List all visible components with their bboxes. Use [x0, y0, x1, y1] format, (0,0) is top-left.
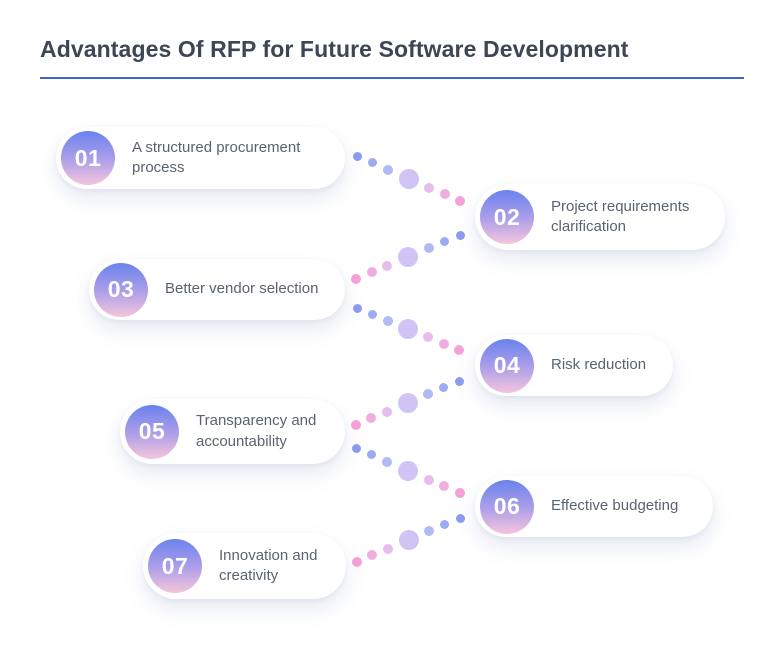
connector-dot [351, 443, 361, 453]
connector-dot [455, 488, 465, 498]
connector-dot [439, 189, 450, 200]
connector-dot-large [398, 319, 418, 339]
connector-dot-large [398, 530, 419, 550]
connector-dot [454, 345, 464, 355]
advantage-card-03: 03 Better vendor selection [89, 259, 345, 320]
connector-dot [382, 260, 393, 271]
connector-dot [352, 151, 362, 161]
number-label: 02 [493, 203, 521, 230]
number-label: 04 [493, 352, 521, 378]
number-badge: 06 [480, 479, 534, 534]
advantage-label: Transparency and accountability [196, 412, 317, 450]
connector-dot [366, 267, 377, 278]
connector-dot [423, 243, 434, 254]
number-badge: 01 [61, 131, 115, 185]
number-badge: 05 [125, 404, 179, 459]
connector-dot [424, 526, 435, 537]
title-underline [40, 77, 744, 79]
advantage-card-02: 02 Project requirements clarification [475, 184, 725, 250]
connector-dot [424, 182, 435, 193]
number-badge: 04 [480, 338, 534, 393]
connector-dot [423, 332, 434, 343]
connector-dot [382, 164, 393, 175]
advantage-card-07: 07 Innovation and creativity [143, 533, 346, 599]
number-label: 01 [74, 144, 102, 171]
connector-dot [382, 456, 393, 467]
connector-dot-large [397, 393, 418, 413]
connector-dot [439, 383, 449, 393]
number-label: 03 [107, 276, 135, 302]
advantage-card-05: 05 Transparency and accountability [120, 399, 345, 464]
number-badge: 07 [148, 539, 202, 593]
number-label: 07 [161, 552, 189, 579]
connector-dot [352, 303, 362, 313]
connector-dot-large [398, 247, 418, 267]
advantage-label: Effective budgeting [551, 497, 679, 515]
connector-dot [455, 513, 465, 523]
advantage-card-04: 04 Risk reduction [475, 335, 673, 396]
connector-dot [439, 237, 449, 247]
connector-dot [382, 543, 393, 554]
connector-dot [454, 376, 464, 386]
advantage-card-06: 06 Effective budgeting [475, 476, 713, 537]
connector-dot [455, 196, 465, 206]
connector-dot [439, 481, 450, 492]
connector-dot [351, 274, 361, 284]
page-title: Advantages Of RFP for Future Software De… [40, 36, 629, 62]
connector-dot [352, 557, 362, 567]
advantage-label: Better vendor selection [165, 280, 319, 298]
advantage-label: A structured procurement process [132, 138, 301, 176]
connector-dot-large [398, 168, 419, 189]
connector-dot [367, 309, 377, 319]
advantage-label: Risk reduction [551, 356, 647, 374]
connector-dot [455, 230, 465, 240]
advantage-label: Project requirements clarification [551, 197, 690, 235]
advantage-label: Innovation and creativity [219, 546, 318, 584]
number-label: 05 [138, 418, 166, 444]
connector-dot [423, 474, 434, 485]
number-badge: 02 [480, 190, 534, 244]
advantage-card-01: 01 A structured procurement process [56, 127, 345, 189]
connector-dot [438, 338, 449, 349]
connector-dot [367, 158, 377, 168]
connector-dot [351, 420, 361, 430]
connector-dot [381, 406, 392, 417]
number-badge: 03 [94, 262, 148, 317]
connector-dot [440, 520, 450, 530]
connector-dot [423, 389, 434, 400]
connector-dot-large [398, 460, 418, 481]
connector-dot [366, 413, 377, 424]
connector-dot [367, 450, 377, 460]
number-label: 06 [493, 493, 521, 519]
connector-dot [382, 315, 393, 326]
connector-dot [367, 550, 378, 561]
